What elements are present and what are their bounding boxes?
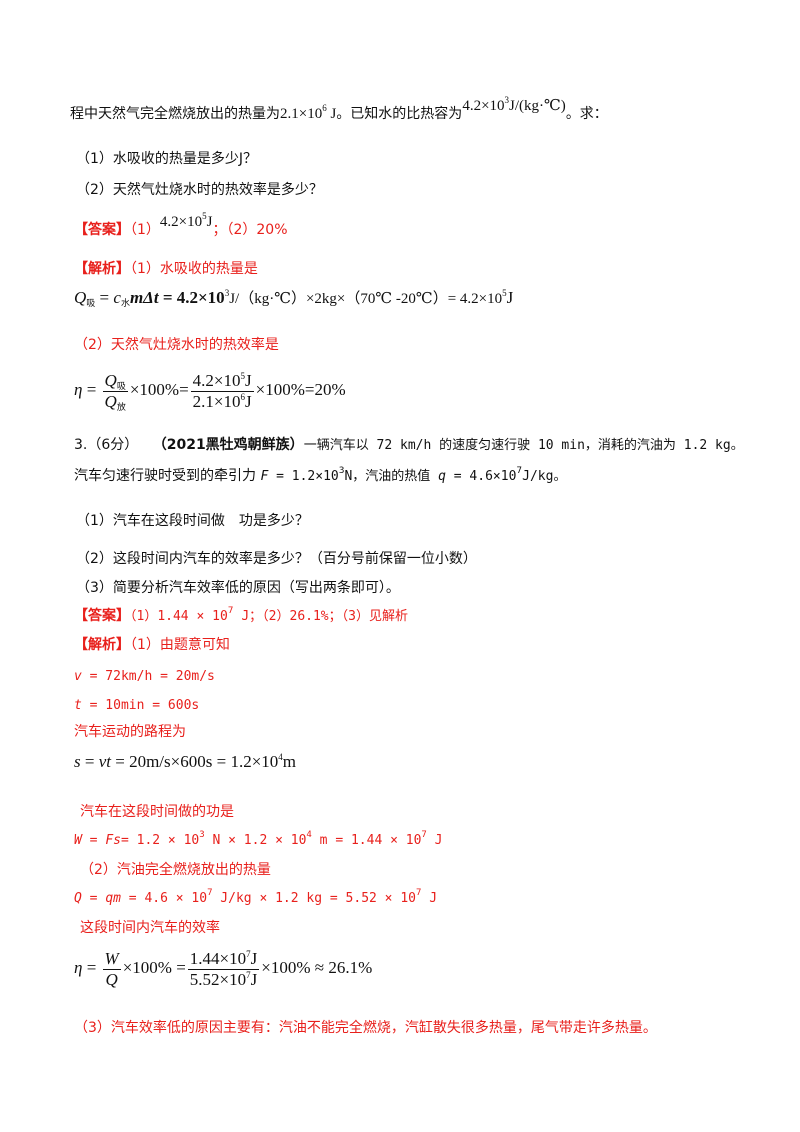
work-label: 汽车在这段时间做的功是 xyxy=(80,804,234,820)
analysis-label: 【解析】 xyxy=(74,637,130,653)
distance-label: 汽车运动的路程为 xyxy=(74,724,186,740)
answer-label: 【答案】 xyxy=(74,608,130,624)
answer-2-value: 4.2×105J xyxy=(159,211,213,231)
analysis-2: 【解析】（1）水吸收的热量是 xyxy=(74,261,258,277)
intro-text-c: 。求： xyxy=(565,106,608,122)
equation-heat-absorbed: Q吸 = c水mΔt = 4.2×103J/（kg·℃）×2kg×（70℃ -2… xyxy=(74,288,514,308)
specific-heat-value: 4.2×103J/(kg·℃) xyxy=(462,95,566,115)
question-2-sub-1: （1）水吸收的热量是多少J？ xyxy=(76,151,258,167)
question-3-stem-line-2: 汽车匀速行驶时受到的牵引力 F = 1.2×103N，汽油的热值 q = 4.6… xyxy=(74,466,567,485)
equation-heat-released: Q = qm = 4.6 × 107 J/kg × 1.2 kg = 5.52 … xyxy=(74,888,438,907)
velocity-line: v = 72km/h = 20m/s xyxy=(74,669,215,684)
question-source: （2021黑牡鸡朝鲜族） xyxy=(152,437,304,453)
efficiency-label: 这段时间内汽车的效率 xyxy=(80,920,220,936)
analysis-3: 【解析】（1）由题意可知 xyxy=(74,637,230,653)
question-3-sub-2: （2）这段时间内汽车的效率是多少？（百分号前保留一位小数） xyxy=(76,551,477,567)
intro-line: 程中天然气完全燃烧放出的热量为2.1×106 J。已知水的比热容为4.2×103… xyxy=(70,96,608,124)
answer-3: 【答案】（1）1.44 × 107 J；（2）26.1%；（3）见解析 xyxy=(74,606,408,625)
time-line: t = 10min = 600s xyxy=(74,698,200,713)
question-3-sub-3: （3）简要分析汽车效率低的原因（写出两条即可）。 xyxy=(76,580,400,596)
question-3-stem-line-1: 3.（6分） （2021黑牡鸡朝鲜族）一辆汽车以 72 km/h 的速度匀速行驶… xyxy=(74,437,744,453)
equation-work: W = Fs= 1.2 × 103 N × 1.2 × 104 m = 1.44… xyxy=(74,830,443,849)
heat-value: 2.1×106 J xyxy=(280,103,337,123)
analysis-label: 【解析】 xyxy=(74,261,130,277)
analysis-3-part-3: （3）汽车效率低的原因主要有：汽油不能完全燃烧，汽缸散失很多热量，尾气带走许多热… xyxy=(74,1020,657,1036)
answer-2: 【答案】（1）4.2×105J；（2）20% xyxy=(74,211,288,239)
question-2-sub-2: （2）天然气灶烧水时的热效率是多少？ xyxy=(76,182,323,198)
question-3-sub-1: （1）汽车在这段时间做 功是多少？ xyxy=(76,513,309,529)
equation-distance: s = vt = 20m/s×600s = 1.2×104m xyxy=(74,752,297,771)
intro-text-b: 。已知水的比热容为 xyxy=(336,106,463,122)
question-number: 3.（6分） xyxy=(74,437,139,453)
analysis-2-part-2: （2）天然气灶烧水时的热效率是 xyxy=(74,337,279,353)
analysis-3-part-2: （2）汽油完全燃烧放出的热量 xyxy=(80,862,271,878)
intro-text: 程中天然气完全燃烧放出的热量为 xyxy=(70,106,280,122)
answer-label: 【答案】 xyxy=(74,222,130,238)
